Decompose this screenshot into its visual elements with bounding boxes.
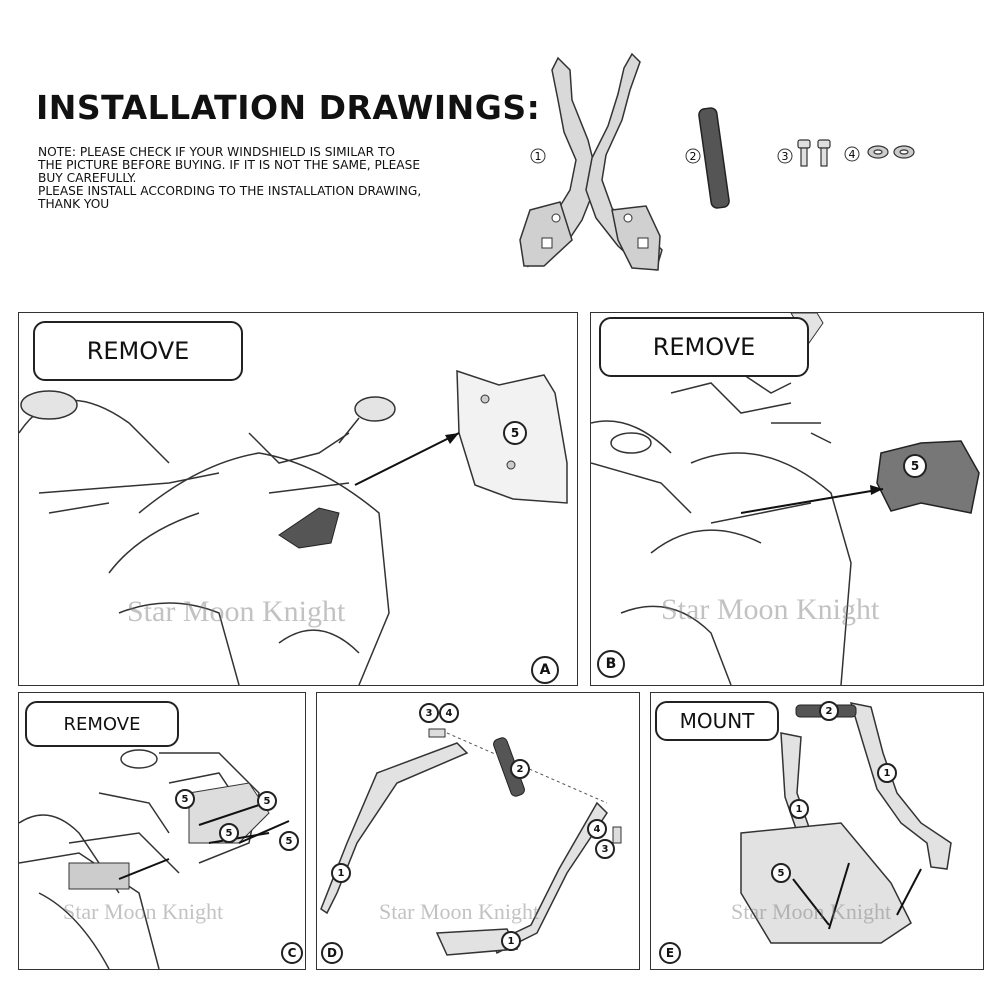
remove-label-b: REMOVE: [599, 317, 809, 377]
remove-label-a: REMOVE: [33, 321, 243, 381]
part-badge-d-3b: 3: [595, 839, 615, 859]
parts-overview: 1 2 3 4: [500, 40, 1000, 300]
panel-e: MOUNT 2 1 1 1 5 Star Moon Knight E: [650, 692, 984, 970]
note-line: THANK YOU: [38, 197, 110, 211]
part-badge-d-4a: 4: [439, 703, 459, 723]
part-label-1: 1: [535, 150, 542, 163]
bolts-part: [797, 139, 831, 167]
panel-c: REMOVE 5 5 5 5 Star Moon Knight C: [18, 692, 306, 970]
note-line: THE PICTURE BEFORE BUYING. IF IT IS NOT …: [38, 158, 421, 172]
panel-letter-c: C: [281, 942, 303, 964]
watermark-c: Star Moon Knight: [63, 899, 224, 924]
parts-drawing: 1 2 3 4: [519, 52, 915, 271]
remove-label-c: REMOVE: [25, 701, 179, 747]
mount-label-e: MOUNT: [655, 701, 779, 741]
part-badge-c-4: 5: [279, 831, 299, 851]
part-badge-d-1b: 1: [501, 931, 521, 951]
part-badge-c-3: 5: [219, 823, 239, 843]
installation-note: NOTE: PLEASE CHECK IF YOUR WINDSHIELD IS…: [38, 146, 478, 211]
windshield-b: [876, 440, 980, 514]
panel-c-drawing: [19, 749, 290, 969]
part-badge-d-4b: 4: [587, 819, 607, 839]
panel-letter-b: B: [597, 650, 625, 678]
washers-part: [867, 145, 915, 159]
part-badge-b: 5: [903, 454, 927, 478]
panel-a: REMOVE 5 Star Moon Knight A: [18, 312, 578, 686]
watermark-e: Star Moon Knight: [731, 899, 892, 924]
note-line: NOTE: PLEASE CHECK IF YOUR WINDSHIELD IS…: [38, 145, 396, 159]
part-badge-e-5: 5: [771, 863, 791, 883]
part-label-4: 4: [849, 148, 856, 161]
panel-d: 3 4 2 4 3 1 1 Star Moon Knight D: [316, 692, 640, 970]
part-badge-d-1a: 1: [331, 863, 351, 883]
watermark-b: Star Moon Knight: [661, 593, 880, 626]
note-line: PLEASE INSTALL ACCORDING TO THE INSTALLA…: [38, 184, 422, 198]
panel-letter-d: D: [321, 942, 343, 964]
part-badge-d-2: 2: [510, 759, 530, 779]
part-label-3: 3: [782, 150, 789, 163]
part-badge-e-1b: 1: [789, 799, 809, 819]
part-label-2: 2: [690, 150, 697, 163]
note-line: BUY CAREFULLY.: [38, 171, 137, 185]
watermark-a: Star Moon Knight: [127, 595, 346, 628]
panel-letter-a: A: [531, 656, 559, 684]
panel-letter-e: E: [659, 942, 681, 964]
part-badge-c-1: 5: [175, 789, 195, 809]
part-badge-d-3a: 3: [419, 703, 439, 723]
panel-b: REMOVE 5 Star Moon Knight B: [590, 312, 984, 686]
bracket-plate-right: [611, 205, 661, 271]
part-badge-e-1a: 1: [877, 763, 897, 783]
part-badge-e-2: 2: [819, 701, 839, 721]
part-badge-a: 5: [503, 421, 527, 445]
part-badge-c-2: 5: [257, 791, 277, 811]
rod-part: [698, 107, 730, 209]
watermark-d: Star Moon Knight: [379, 899, 540, 924]
page-title: INSTALLATION DRAWINGS:: [36, 88, 541, 127]
